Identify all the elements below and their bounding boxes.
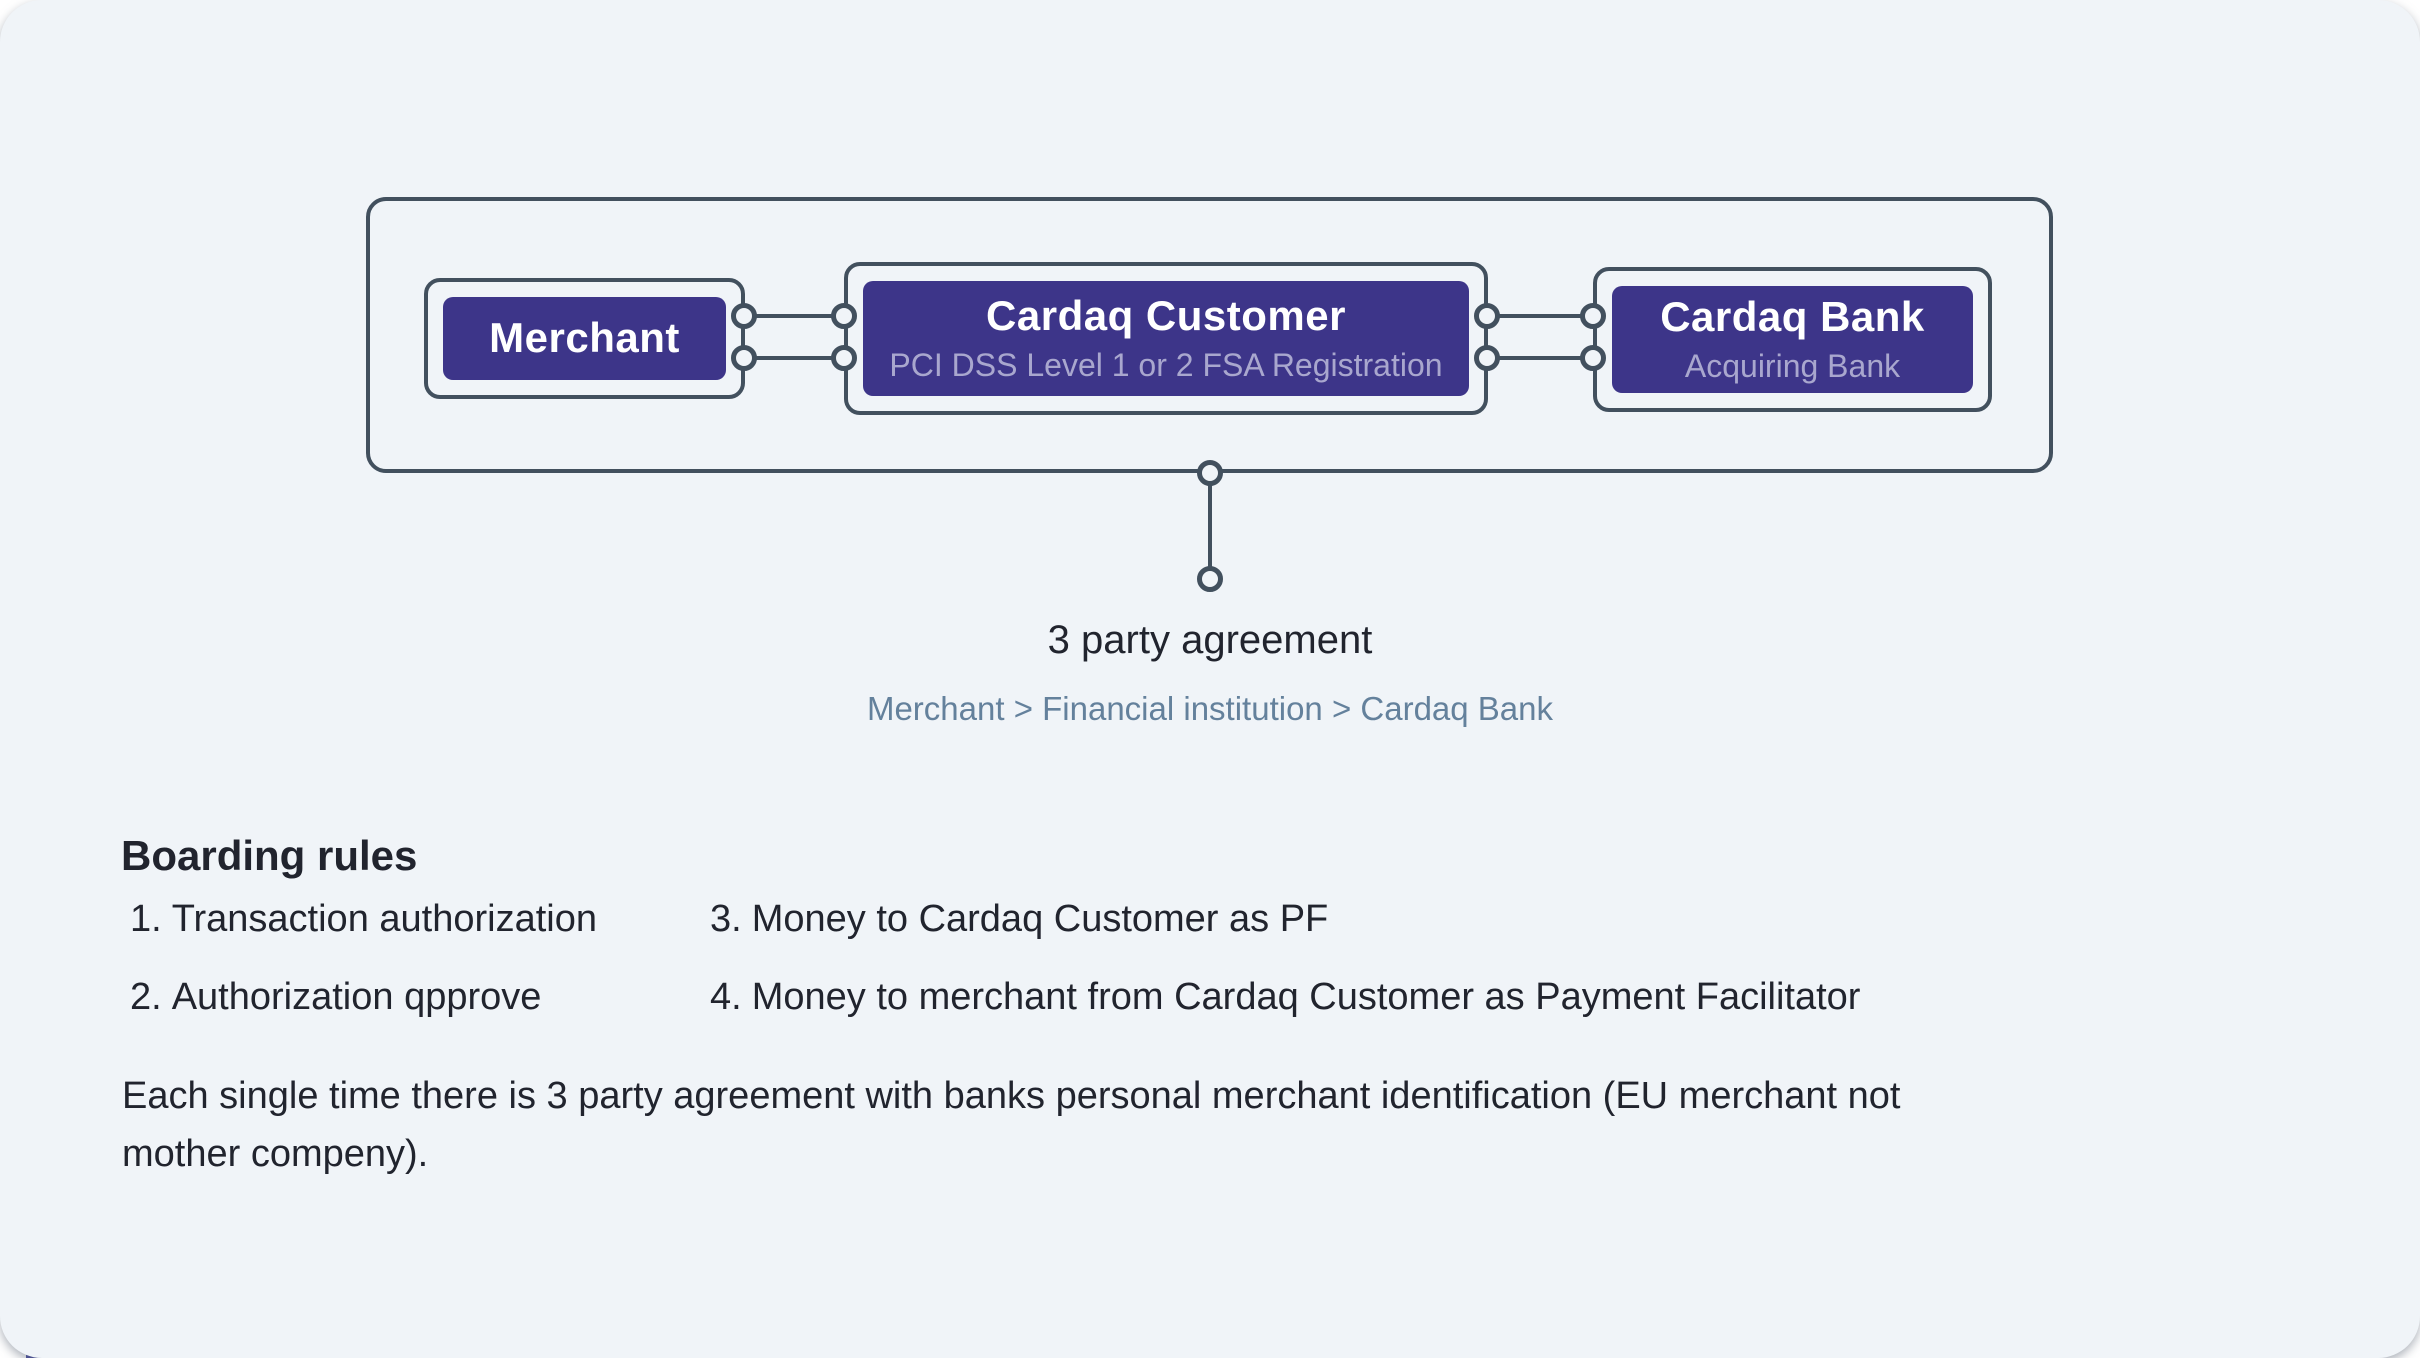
caption-connector-port-top — [1197, 460, 1223, 486]
boarding-rules-heading: Boarding rules — [121, 832, 418, 879]
cardaq-bank-node: Cardaq Bank Acquiring Bank — [1612, 286, 1973, 393]
boarding-rule-4-number: 4. — [710, 976, 742, 1018]
connector-line — [1487, 356, 1593, 360]
connector-port — [831, 303, 857, 329]
agreement-flow-breadcrumb: Merchant > Financial institution > Carda… — [866, 690, 1554, 727]
connector-port — [731, 303, 757, 329]
boarding-rule-3-number: 3. — [710, 898, 742, 940]
cardaq-bank-node-wrapper: Cardaq Bank Acquiring Bank — [1593, 267, 1992, 412]
boarding-rule-2-label: Authorization qpprove — [171, 976, 542, 1018]
connector-line — [744, 356, 844, 360]
cardaq-bank-node-title: Cardaq Bank — [1660, 293, 1925, 341]
boarding-rule-3-label: Money to Cardaq Customer as PF — [751, 898, 1329, 940]
merchant-node-wrapper: Merchant — [424, 278, 745, 399]
connector-port — [1580, 345, 1606, 371]
connector-port — [831, 345, 857, 371]
connector-line — [1487, 314, 1593, 318]
boarding-rule-1: 1.Transaction authorization — [130, 898, 710, 941]
connector-port — [731, 345, 757, 371]
merchant-node: Merchant — [443, 297, 726, 380]
connector-port — [1580, 303, 1606, 329]
caption-connector-port-bottom — [1197, 566, 1223, 592]
boarding-rule-2-number: 2. — [130, 976, 162, 1018]
connector-line — [744, 314, 844, 318]
cardaq-customer-node-wrapper: Cardaq Customer PCI DSS Level 1 or 2 FSA… — [844, 262, 1488, 415]
boarding-rule-1-number: 1. — [130, 898, 162, 940]
boarding-rule-4-label: Money to merchant from Cardaq Customer a… — [751, 976, 1861, 1018]
cardaq-customer-node-title: Cardaq Customer — [986, 292, 1346, 340]
cardaq-customer-node-subtitle: PCI DSS Level 1 or 2 FSA Registration — [889, 346, 1443, 383]
agreement-title: 3 party agreement — [1047, 618, 1373, 662]
boarding-rules-list: 1.Transaction authorization 3.Money to C… — [130, 898, 1860, 1019]
caption-connector-line — [1208, 478, 1212, 570]
connector-port — [1474, 345, 1500, 371]
cardaq-customer-node: Cardaq Customer PCI DSS Level 1 or 2 FSA… — [863, 281, 1469, 396]
boarding-rule-2: 2.Authorization qpprove — [130, 976, 710, 1019]
boarding-rule-4: 4.Money to merchant from Cardaq Customer… — [710, 976, 1860, 1019]
agreement-note: Each single time there is 3 party agreem… — [122, 1075, 1901, 1175]
boarding-rule-3: 3.Money to Cardaq Customer as PF — [710, 898, 1860, 941]
boarding-rule-1-label: Transaction authorization — [171, 898, 597, 940]
connector-port — [1474, 303, 1500, 329]
merchant-node-title: Merchant — [489, 314, 680, 362]
cardaq-bank-node-subtitle: Acquiring Bank — [1684, 347, 1901, 384]
